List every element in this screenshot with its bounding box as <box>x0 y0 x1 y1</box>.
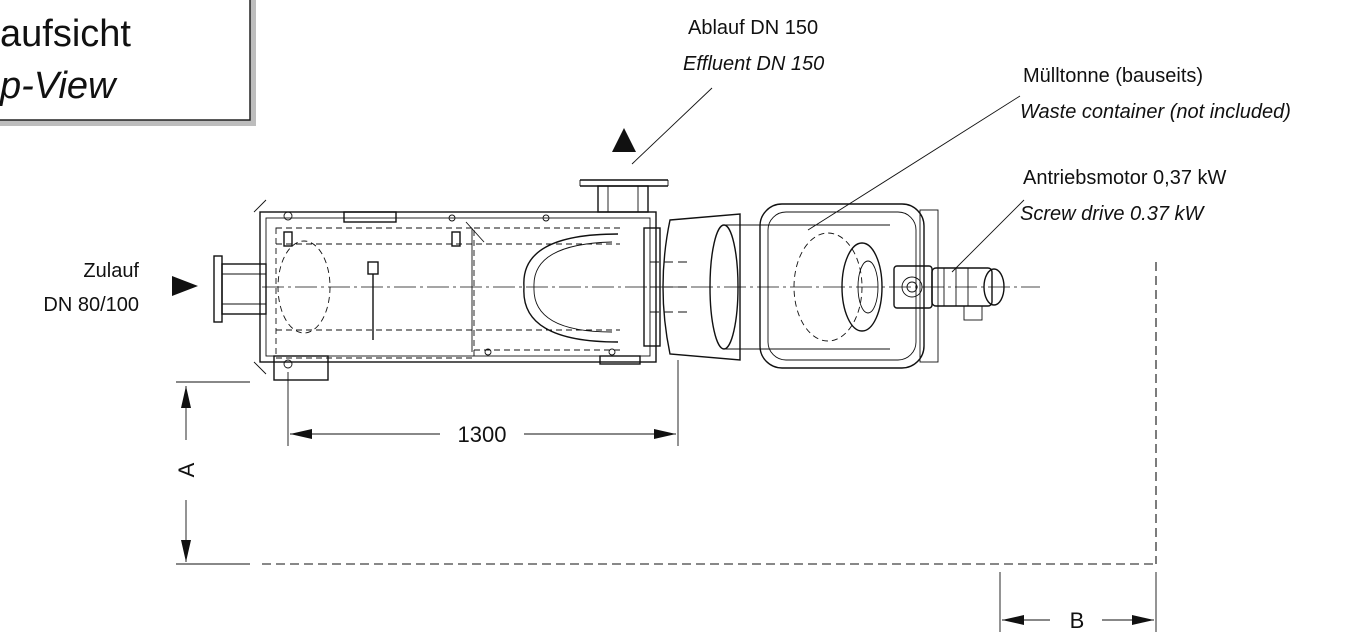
motor-leader-line <box>951 199 1025 273</box>
waste-label-en: Waste container (not included) <box>1020 101 1291 123</box>
dimension-length-label: 1300 <box>458 422 507 447</box>
outlet-label-en: Effluent DN 150 <box>683 53 824 75</box>
inlet-label-de: Zulauf <box>83 260 139 282</box>
outlet-label-de: Ablauf DN 150 <box>688 17 818 39</box>
outlet-leader-line <box>631 87 713 165</box>
title-box: aufsicht p-View <box>0 0 256 126</box>
inlet-label-size: DN 80/100 <box>43 294 139 316</box>
motor-label-de: Antriebsmotor 0,37 kW <box>1023 167 1227 189</box>
waste-leader-line <box>807 95 1021 231</box>
inlet-flow-arrow <box>172 276 198 296</box>
screening-machine <box>213 179 1040 381</box>
dimension-a-label: A <box>174 462 199 477</box>
motor-label-en: Screw drive 0.37 kW <box>1020 203 1206 225</box>
dimension-b-label: B <box>1070 608 1085 632</box>
dimension-lines <box>176 262 1157 632</box>
title-english: p-View <box>0 65 118 107</box>
title-german: aufsicht <box>0 13 131 55</box>
outlet-flow-arrow <box>612 128 636 152</box>
waste-label-de: Mülltonne (bauseits) <box>1023 65 1203 87</box>
